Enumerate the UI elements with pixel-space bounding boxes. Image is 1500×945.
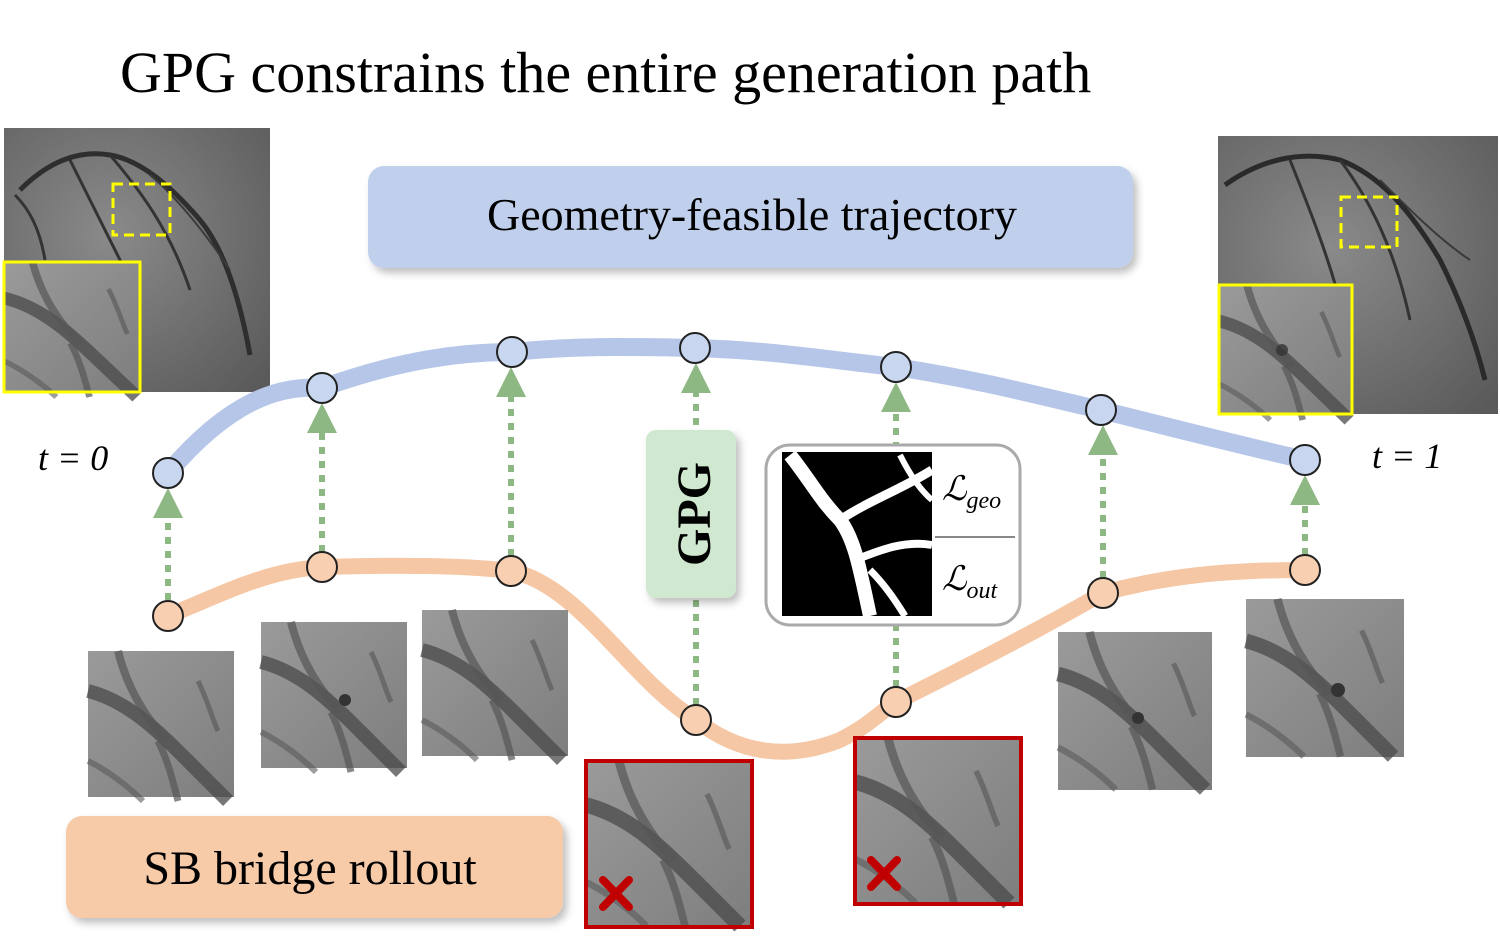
page-title: GPG constrains the entire generation pat… bbox=[120, 40, 1091, 105]
rollout-node bbox=[680, 704, 712, 736]
trajectory-node bbox=[1289, 444, 1321, 476]
angiogram-end-image bbox=[1218, 136, 1498, 420]
trajectory-node bbox=[306, 372, 338, 404]
zoom-region-marker bbox=[111, 182, 172, 237]
zoom-inset-end bbox=[1219, 285, 1352, 420]
rollout-node bbox=[306, 551, 338, 583]
failed-rollout-patch bbox=[586, 761, 754, 927]
rollout-node bbox=[1087, 577, 1119, 609]
rollout-patch bbox=[1246, 599, 1404, 757]
loss-out-label: ℒout bbox=[942, 561, 999, 604]
rollout-node bbox=[152, 600, 184, 632]
trajectory-node bbox=[152, 457, 184, 489]
gpg-box: GPG bbox=[646, 430, 736, 598]
x-mark-icon bbox=[599, 876, 633, 911]
loss-geo-label: ℒgeo bbox=[942, 471, 1001, 514]
rollout-node bbox=[880, 686, 912, 718]
x-mark-icon bbox=[867, 856, 901, 891]
angiogram-start-image bbox=[4, 128, 270, 397]
rollout-patches bbox=[88, 599, 1404, 927]
geometry-feasible-path bbox=[159, 337, 1314, 482]
trajectory-node bbox=[1085, 394, 1117, 426]
trajectory-node bbox=[880, 351, 912, 383]
failed-rollout-patch bbox=[855, 738, 1023, 904]
zoom-inset bbox=[4, 262, 140, 397]
trajectory-node bbox=[496, 336, 528, 368]
rollout-node bbox=[1289, 554, 1321, 586]
rollout-patch bbox=[261, 622, 407, 772]
t-start-label: t = 0 bbox=[38, 438, 108, 478]
gpg-label: GPG bbox=[668, 462, 721, 566]
rollout-patch bbox=[88, 651, 234, 801]
trajectory-label-box: Geometry-feasible trajectory bbox=[368, 166, 1133, 268]
trajectory-label: Geometry-feasible trajectory bbox=[487, 189, 1017, 240]
trajectory-node bbox=[679, 332, 711, 364]
rollout-nodes bbox=[152, 551, 1321, 736]
rollout-node bbox=[495, 555, 527, 587]
zoom-region-marker-end bbox=[1339, 195, 1399, 249]
t-end-label: t = 1 bbox=[1372, 436, 1442, 476]
rollout-patch bbox=[1058, 632, 1212, 790]
trajectory-nodes bbox=[152, 332, 1321, 489]
loss-mask-box: ℒgeo ℒout bbox=[764, 443, 1022, 627]
rollout-label-box: SB bridge rollout bbox=[66, 816, 563, 918]
rollout-label: SB bridge rollout bbox=[143, 842, 477, 895]
rollout-patch bbox=[422, 610, 568, 760]
